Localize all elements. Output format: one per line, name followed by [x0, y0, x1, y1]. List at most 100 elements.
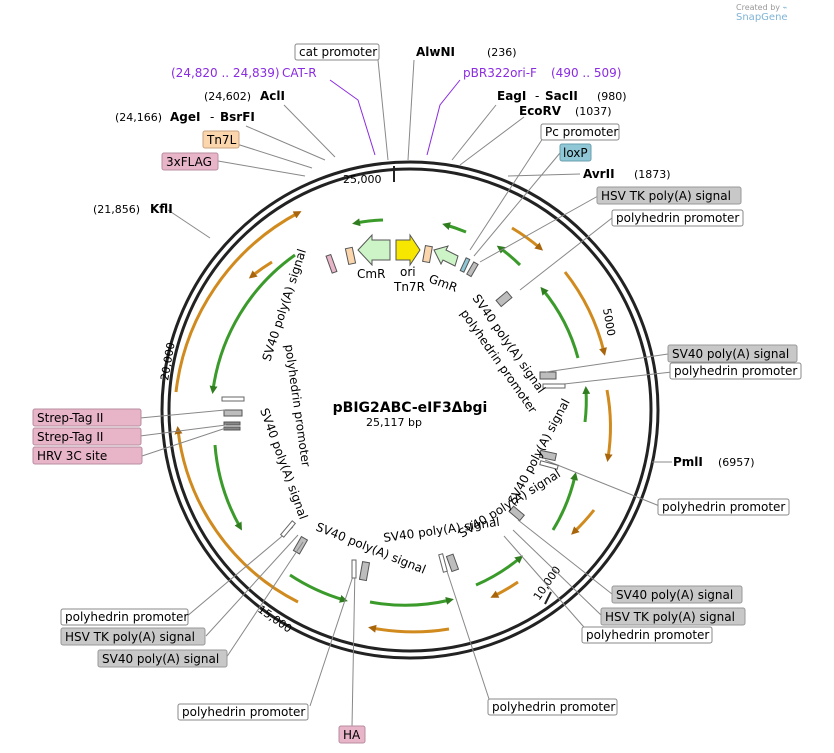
inner-cmr: CmR [357, 267, 385, 281]
primer-pbr[interactable]: pBR322ori-F [463, 66, 537, 80]
site-pmli-coord: (6957) [718, 456, 755, 469]
polh-br-box[interactable] [581, 626, 713, 644]
site-sacii[interactable]: SacII [545, 89, 578, 103]
leader-line [507, 173, 581, 177]
polya-marker [351, 559, 357, 579]
leader-line [519, 217, 613, 291]
site-kfli-coord: (21,856) [93, 203, 140, 216]
strep-block [223, 421, 241, 426]
green-arrow [496, 245, 522, 267]
sv40-br-label: SV40 poly(A) signal [616, 588, 733, 602]
outer-arrows [174, 211, 613, 634]
strep2-label: Strep-Tag II [37, 430, 103, 444]
orange-arrow [490, 580, 519, 598]
green-arrow [475, 555, 524, 587]
hsv-br-box[interactable] [600, 607, 746, 626]
green-arrow [582, 386, 591, 423]
green-arrow [540, 286, 580, 359]
ori-arrow [395, 233, 421, 267]
loxp-box[interactable] [559, 143, 592, 162]
leader-line [451, 104, 497, 161]
polh-bc-box[interactable] [487, 698, 618, 716]
polh-1-box[interactable] [611, 209, 744, 227]
site-avrii[interactable]: AvrII [583, 167, 615, 181]
loxp-label: loxP [563, 146, 588, 160]
leader-line [139, 424, 227, 437]
hsv-bl-box[interactable] [60, 627, 206, 646]
site-agei[interactable]: AgeI [170, 110, 200, 124]
site-bsrfi[interactable]: BsrFI [220, 110, 255, 124]
green-arrow [442, 222, 467, 234]
green-arrow [369, 597, 454, 607]
orange-arrow [248, 260, 273, 279]
tn7l-box[interactable] [202, 130, 240, 149]
sv40-r1-label: SV40 poly(A) signal [672, 347, 789, 361]
site-acli-coord: (24,602) [204, 90, 251, 103]
gmr-arrow [433, 245, 459, 267]
hsv-top-box[interactable] [596, 186, 742, 205]
polh-r3-label: polyhedrin promoter [662, 500, 785, 514]
pc-promoter-label: Pc promoter [545, 125, 618, 139]
sv40-bl-box[interactable] [97, 649, 228, 668]
credit-brand: SnapGene [736, 12, 788, 23]
leader-line [309, 569, 356, 707]
leader-line [225, 541, 304, 659]
cat-promoter-box[interactable] [294, 43, 380, 61]
sv40-r1-box[interactable] [667, 344, 798, 363]
polya-marker [539, 460, 559, 470]
green-arrow [213, 444, 242, 531]
site-alwni[interactable]: AlwNI [416, 45, 455, 59]
flag-block [325, 253, 338, 274]
leader-line [545, 353, 669, 373]
polya-marker [438, 553, 448, 573]
orange-arrow [511, 226, 544, 251]
polh-r2-label: polyhedrin promoter [674, 364, 797, 378]
site-eagi-sep: - [535, 89, 539, 103]
plasmid-size: 25,117 bp [366, 416, 422, 429]
sv40-br-box[interactable] [611, 585, 743, 604]
green-arrow [209, 253, 296, 394]
green-arrow [551, 472, 579, 531]
polh-bl2-box[interactable] [177, 703, 309, 721]
site-ecorv-coord: (1037) [575, 105, 612, 118]
hrv-label: HRV 3C site [37, 449, 107, 463]
primer-catr[interactable]: CAT-R [282, 66, 317, 80]
leader-line [503, 535, 591, 635]
map-feature-blocks [223, 233, 558, 582]
flag-box[interactable] [161, 152, 219, 171]
site-pmli[interactable]: PmlI [673, 455, 703, 469]
site-eagi[interactable]: EagI [497, 89, 526, 103]
ha-box[interactable] [338, 725, 366, 744]
sv40-bl-label: SV40 poly(A) signal [102, 652, 219, 666]
strep1-box[interactable] [32, 408, 142, 427]
leader-line [443, 561, 491, 703]
pc-promoter-box[interactable] [540, 123, 620, 141]
polh-r3-box[interactable] [657, 498, 790, 516]
leader-line [407, 59, 415, 161]
hsv-top-label: HSV TK poly(A) signal [601, 189, 731, 203]
polh-r2-box[interactable] [669, 362, 802, 380]
strep2-box[interactable] [32, 427, 142, 446]
green-arrow [352, 218, 384, 227]
orange-arrow [571, 509, 596, 535]
credit-prefix: Created by [736, 3, 781, 12]
polh-bl-label: polyhedrin promoter [65, 610, 188, 624]
leader-line [245, 125, 326, 161]
site-acli[interactable]: AclI [260, 89, 285, 103]
site-kfli[interactable]: KflI [150, 202, 173, 216]
site-eagi-coord: (980) [597, 90, 627, 103]
site-ecorv[interactable]: EcoRV [519, 104, 562, 118]
hrv-box[interactable] [32, 446, 143, 465]
polya-marker [542, 383, 566, 389]
polh-bl-box[interactable] [60, 608, 189, 626]
inner-tn7r: Tn7R [393, 280, 425, 294]
polh-bc-label: polyhedrin promoter [492, 700, 615, 714]
leader-line [473, 152, 561, 257]
leader-line [283, 104, 336, 158]
primer-catr-coord: (24,820 .. 24,839) [171, 66, 280, 80]
primer-leader [329, 79, 376, 156]
leader-line [217, 160, 306, 177]
polya-block [495, 290, 513, 308]
leader-line [139, 409, 226, 419]
